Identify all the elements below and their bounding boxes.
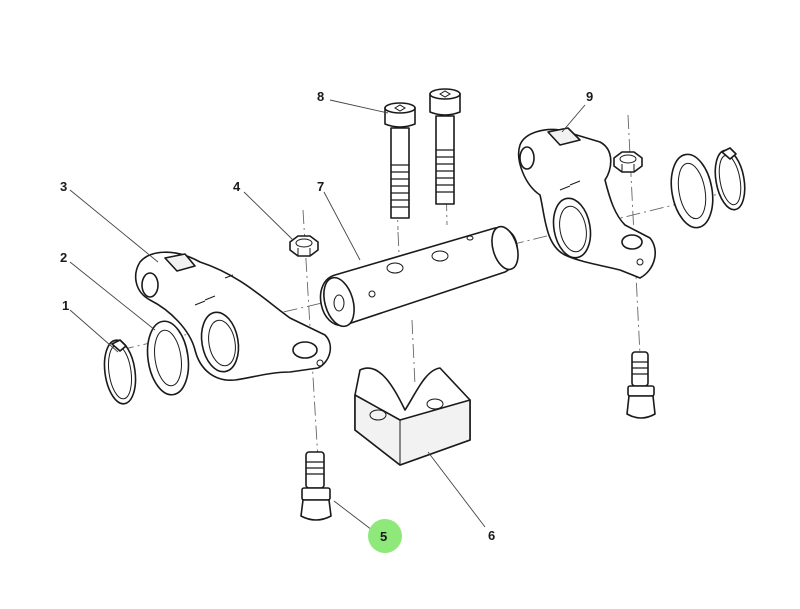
- callout-4[interactable]: 4: [233, 179, 241, 194]
- cap-screw-1: [384, 102, 416, 219]
- callout-1[interactable]: 1: [62, 298, 69, 313]
- callout-3[interactable]: 3: [60, 179, 67, 194]
- hex-nut-left: [289, 235, 319, 257]
- callout-5-highlight: [368, 519, 402, 553]
- circlip-left: [103, 339, 137, 405]
- callout-2[interactable]: 2: [60, 250, 67, 265]
- rocker-arm-right: [518, 127, 656, 279]
- rocker-arm-left: [134, 251, 332, 381]
- thrust-washer-right: [670, 153, 714, 229]
- callout-6[interactable]: 6: [488, 528, 495, 543]
- thrust-washer-left: [146, 320, 190, 396]
- adjusting-screw-left: [300, 451, 332, 521]
- cap-screw-2: [429, 88, 461, 205]
- shaft-support-bracket: [354, 367, 471, 466]
- rocker-shaft: [319, 225, 519, 328]
- callout-8[interactable]: 8: [317, 89, 324, 104]
- hex-nut-right: [613, 151, 643, 173]
- callout-7[interactable]: 7: [317, 179, 324, 194]
- leader-lines: [69, 99, 586, 531]
- callout-5[interactable]: 5: [380, 529, 387, 544]
- callout-9[interactable]: 9: [586, 89, 593, 104]
- callouts: 1 2 3 4 5 6 7 8 9: [60, 89, 593, 553]
- adjusting-screw-right: [626, 351, 656, 419]
- circlip-right: [714, 147, 746, 211]
